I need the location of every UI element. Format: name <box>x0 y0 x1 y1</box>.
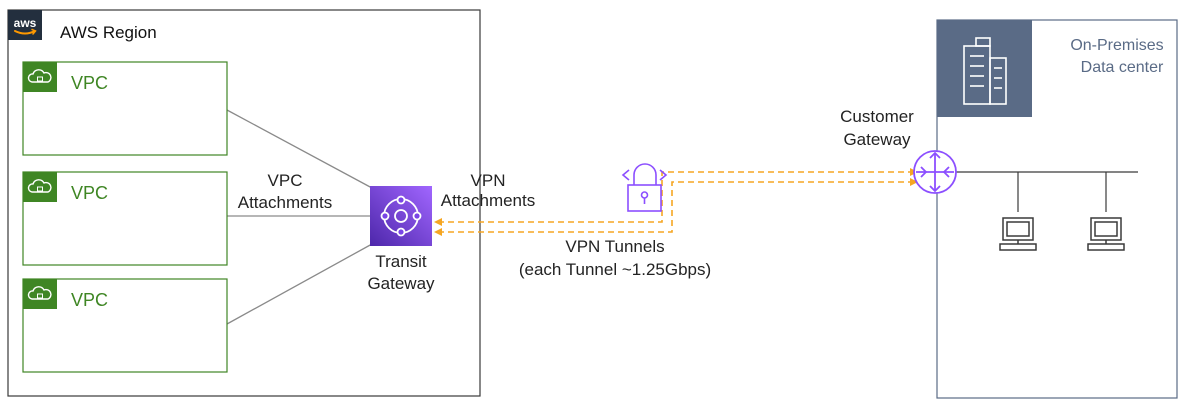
transit-gateway-icon <box>370 186 432 246</box>
vpc-box-1: VPC <box>22 61 228 156</box>
vpn-tunnel-1 <box>438 171 914 223</box>
customer-gateway-label-line1: Customer <box>840 107 914 126</box>
vpn-attachments-label-line2: Attachments <box>441 191 536 210</box>
customer-gateway: Customer Gateway <box>840 107 957 194</box>
vpc-attachment-lines <box>226 109 373 325</box>
onprem-label-line2: Data center <box>1081 59 1164 76</box>
vpc-cloud-lock-icon <box>23 279 57 309</box>
vpc-attachments-label-line1: VPC <box>268 171 303 190</box>
vpc-label: VPC <box>71 183 108 203</box>
onprem-border <box>936 19 1178 399</box>
aws-logo: aws <box>8 10 42 40</box>
vpn-tunnels-label-line2: (each Tunnel ~1.25Gbps) <box>519 260 711 279</box>
vpn-tunnels <box>438 171 914 233</box>
computer-icon <box>1087 217 1125 251</box>
vpc-cloud-lock-icon <box>23 62 57 92</box>
aws-region: aws AWS Region <box>7 9 481 397</box>
transit-gateway: Transit Gateway <box>367 186 435 293</box>
transit-gateway-label-line1: Transit <box>375 252 427 271</box>
router-icon <box>913 150 957 194</box>
vpc-attachments-label-line2: Attachments <box>238 193 333 212</box>
region-title: AWS Region <box>60 23 157 42</box>
aws-region-border <box>7 9 481 397</box>
vpn-tunnels-label-line1: VPN Tunnels <box>565 237 664 256</box>
lan-lines <box>955 171 1138 212</box>
vpc-label: VPC <box>71 290 108 310</box>
vpc-attachment-line-1 <box>226 109 373 189</box>
vpc-box-3: VPC <box>22 278 228 373</box>
vpc-label: VPC <box>71 73 108 93</box>
onprem-label-line1: On-Premises <box>1070 37 1163 54</box>
transit-gateway-label-line2: Gateway <box>367 274 435 293</box>
vpn-tunnel-2 <box>438 181 914 233</box>
aws-logo-text: aws <box>14 16 37 30</box>
vpc-box-2: VPC <box>22 171 228 266</box>
vpc-cloud-lock-icon <box>23 172 57 202</box>
vpn-attachments-label-line1: VPN <box>471 171 506 190</box>
computer-icon <box>999 217 1037 251</box>
vpc-attachment-line-3 <box>226 243 373 325</box>
onprem-datacenter: On-Premises Data center <box>936 19 1178 399</box>
customer-gateway-label-line2: Gateway <box>843 130 911 149</box>
padlock-icon <box>621 163 668 212</box>
building-icon <box>937 20 1032 117</box>
